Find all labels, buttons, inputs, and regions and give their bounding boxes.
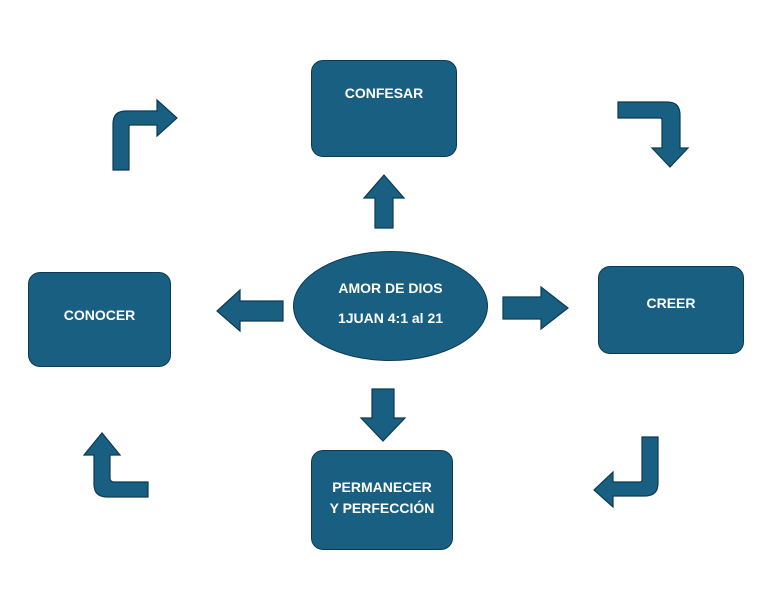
curved-arrow-bottom-right: [593, 436, 659, 509]
curved-arrow-bottom-left: [82, 432, 149, 498]
arrow-left: [216, 288, 284, 333]
curved-arrow-top-left: [112, 98, 178, 171]
arrow-down: [359, 388, 407, 442]
node-permanecer-line2: Y PERFECCIÓN: [329, 500, 435, 516]
node-creer: CREER: [598, 266, 744, 354]
node-permanecer: PERMANECER Y PERFECCIÓN: [311, 450, 453, 550]
center-reference: 1JUAN 4:1 al 21: [337, 310, 444, 326]
curved-arrow-top-right: [617, 101, 690, 168]
arrow-right: [502, 285, 569, 331]
arrow-up: [362, 174, 406, 229]
center-ellipse: AMOR DE DIOS 1JUAN 4:1 al 21: [293, 251, 488, 361]
node-creer-label: CREER: [646, 294, 696, 311]
node-confesar-label: CONFESAR: [344, 85, 424, 101]
node-permanecer-line1: PERMANECER: [332, 479, 432, 495]
node-conocer-label: CONOCER: [63, 307, 136, 323]
node-confesar: CONFESAR: [311, 60, 457, 157]
center-title: AMOR DE DIOS: [338, 280, 443, 296]
node-conocer: CONOCER: [28, 272, 171, 367]
